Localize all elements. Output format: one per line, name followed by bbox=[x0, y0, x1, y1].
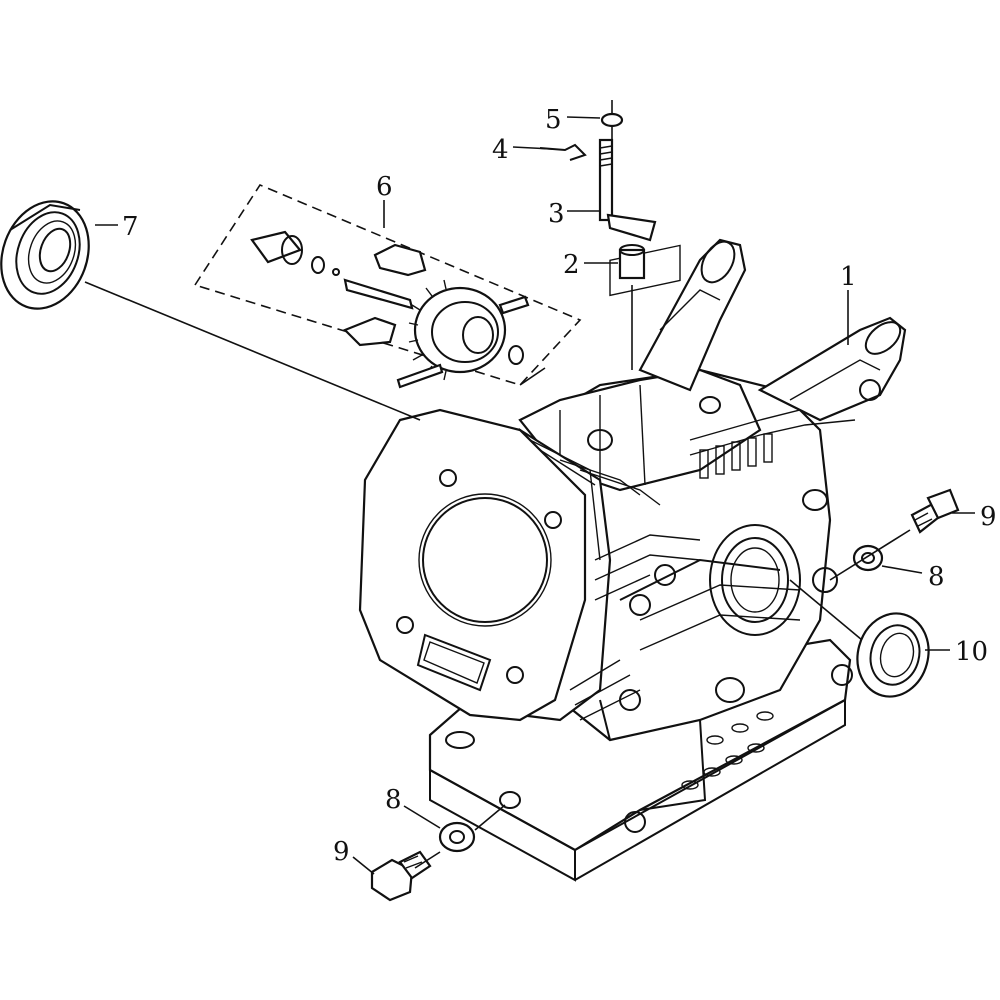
callout-labels: 1 2 3 4 5 6 7 8 8 9 9 10 bbox=[122, 105, 997, 867]
bearing-part-7 bbox=[0, 200, 90, 310]
callout-3: 3 bbox=[548, 199, 565, 229]
callout-2: 2 bbox=[563, 250, 580, 280]
callout-8-right: 8 bbox=[928, 562, 945, 592]
washer-bolt-right bbox=[852, 488, 960, 572]
deck-slots bbox=[699, 433, 773, 479]
washer-bolt-bottom bbox=[370, 821, 476, 902]
leader-lines bbox=[84, 116, 975, 875]
callout-6: 6 bbox=[376, 172, 393, 202]
callout-8-bottom: 8 bbox=[385, 785, 402, 815]
cylinder-face bbox=[358, 408, 587, 722]
governor-assembly-part-6 bbox=[193, 184, 582, 389]
oil-seal-part-10 bbox=[856, 612, 930, 698]
callout-10: 10 bbox=[955, 637, 988, 667]
callout-1: 1 bbox=[840, 262, 857, 292]
governor-shaft-stack bbox=[539, 100, 657, 370]
callout-4: 4 bbox=[492, 135, 509, 165]
crankcase-body bbox=[518, 244, 856, 811]
callout-7: 7 bbox=[122, 212, 139, 242]
callout-5: 5 bbox=[545, 105, 562, 135]
upper-bracket-arms bbox=[638, 238, 907, 422]
callout-9-bottom: 9 bbox=[333, 837, 350, 867]
callout-9-right: 9 bbox=[980, 502, 997, 532]
